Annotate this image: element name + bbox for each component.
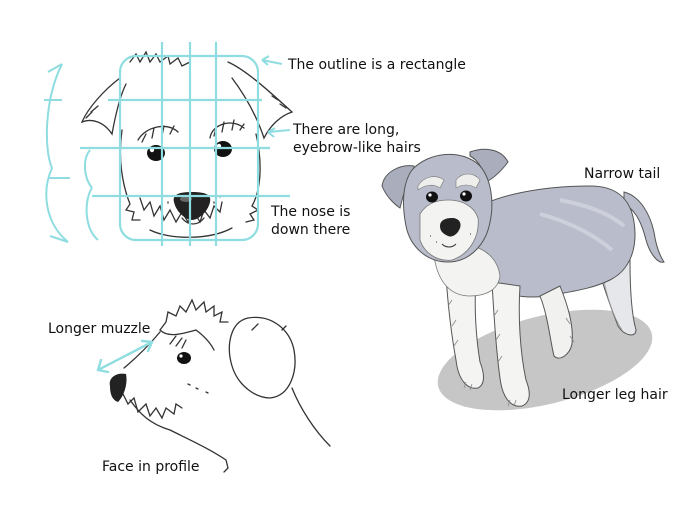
annotation-nose-position: The nose is down there <box>271 203 350 239</box>
profile-head-drawing <box>96 298 331 473</box>
construction-brackets <box>44 63 99 243</box>
full-body-dog <box>381 148 665 411</box>
front-head-drawing <box>44 42 294 246</box>
annotation-longer-muzzle: Longer muzzle <box>48 321 151 337</box>
profile-nose <box>109 373 127 402</box>
construction-grid <box>80 42 290 246</box>
profile-eye <box>177 352 191 364</box>
annotation-nose-text: The nose is down there <box>271 204 351 238</box>
front-leg-right <box>491 281 530 407</box>
annotation-longer-leg-hair: Longer leg hair <box>562 387 668 403</box>
dog-head <box>381 148 509 263</box>
muzzle-length-arrow <box>96 339 154 374</box>
annotation-eyebrow-hairs: There are long, eyebrow-like hairs <box>293 121 421 157</box>
tail <box>623 191 665 263</box>
profile-head-sketch <box>121 298 331 473</box>
callout-arrows <box>261 55 291 138</box>
annotation-outline-rectangle: The outline is a rectangle <box>288 57 466 73</box>
front-leg-left <box>445 275 484 389</box>
back-leg-left <box>539 285 573 359</box>
annotation-face-in-profile: Face in profile <box>102 459 200 475</box>
annotation-eyebrow-text: There are long, eyebrow-like hairs <box>293 122 421 156</box>
ground-shadow <box>437 309 653 411</box>
annotation-narrow-tail: Narrow tail <box>584 166 661 182</box>
